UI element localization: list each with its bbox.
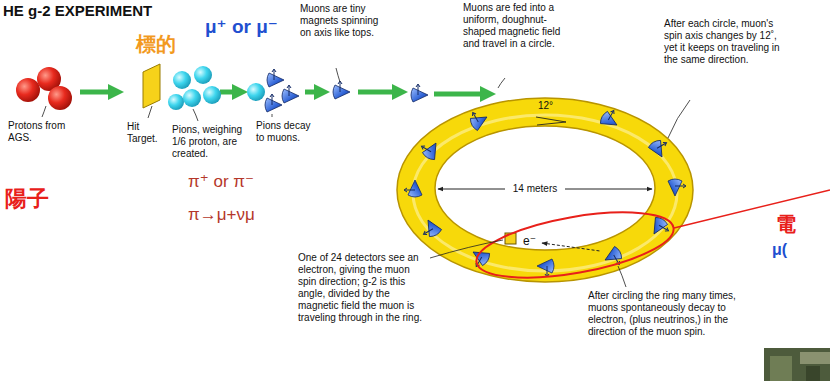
pion-label: π⁺ or π⁻: [188, 172, 254, 192]
photo-fragment: [770, 356, 792, 381]
muon-symbols: [668, 179, 686, 196]
cropped-label: 電: [776, 212, 796, 236]
muon-symbols: [418, 217, 442, 241]
pion-balls: [173, 71, 191, 89]
muon-symbols: [537, 259, 554, 277]
muon-symbols: [404, 107, 686, 277]
storage-ring: [413, 115, 677, 271]
electron-label: e⁻: [523, 234, 536, 248]
pion-balls: [194, 66, 212, 84]
caption-text: Hit Target.: [127, 121, 169, 145]
caption-text: Protons from AGS.: [8, 120, 78, 144]
electron-track: [542, 243, 600, 251]
target-label: 標的: [136, 32, 176, 56]
highlight-ellipse: [472, 200, 679, 290]
beam-arrows: [220, 90, 240, 95]
proton-balls: [48, 86, 72, 110]
dimension-line: [563, 189, 652, 190]
muon-symbols: [647, 137, 671, 161]
leader-lines: [498, 78, 505, 88]
muon-symbols: [333, 81, 350, 99]
caption-text: Pions, weighing 1/6 proton, are created.: [172, 124, 252, 160]
muon-symbols: [265, 69, 428, 112]
photo-fragment: [764, 348, 830, 381]
storage-ring: [435, 126, 655, 250]
pion-balls: [247, 83, 265, 101]
leader-lines: [272, 114, 273, 117]
beam-arrows: [358, 90, 400, 95]
proton-label: 陽子: [5, 186, 49, 212]
cropped-label: μ(: [772, 240, 787, 259]
muon-symbols: [411, 84, 428, 102]
muon-symbols: [599, 107, 623, 131]
muon-symbols: [265, 94, 282, 112]
leader-lines: [430, 240, 503, 258]
leader-lines: [42, 106, 46, 117]
angle-label: 12°: [538, 100, 553, 112]
target-plate: [143, 64, 160, 108]
muon-symbols: [282, 85, 299, 103]
leader-lines: [618, 266, 626, 287]
storage-ring: [397, 98, 693, 282]
muon-symbols: [648, 216, 672, 240]
muon-symbols: [418, 138, 442, 162]
muon-symbols: [467, 107, 491, 131]
storage-ring: [397, 98, 693, 282]
proton-balls: [16, 78, 40, 102]
caption-text: Muons are tiny magnets spinning on axis …: [300, 3, 382, 39]
pion-balls: [168, 94, 184, 110]
electron-track: [542, 243, 600, 251]
muon-symbols: [404, 180, 422, 197]
diagram-title: HE g-2 EXPERIMENT: [3, 2, 152, 20]
dimension-line: [438, 189, 507, 190]
highlight-ellipse: [472, 190, 830, 290]
caption-text: After each circle, muon's spin axis chan…: [664, 18, 784, 66]
highlight-ellipse: [674, 190, 830, 228]
target-plate: [143, 64, 160, 108]
proton-balls: [16, 67, 72, 110]
caption-text: One of 24 detectors see an electron, giv…: [298, 252, 428, 324]
angle-marks: [536, 117, 566, 125]
pion-balls: [203, 86, 221, 104]
leader-lines: [193, 109, 198, 121]
beam-arrows: [305, 90, 322, 95]
leader-lines: [336, 68, 340, 82]
photo-fragment: [806, 366, 820, 381]
leader-lines: [148, 106, 152, 118]
angle-marks: [537, 122, 566, 125]
caption-text: Muons are fed into a uniform, doughnut-s…: [463, 2, 571, 50]
muon-symbols: [267, 69, 284, 87]
beam-arrows: [80, 90, 116, 95]
angle-marks: [536, 117, 566, 122]
photo-fragment: [764, 348, 830, 381]
caption-text: Pions decay to muons.: [256, 120, 320, 144]
particle-label: μ⁺ or μ⁻: [205, 16, 278, 39]
beam-arrows: [434, 92, 488, 97]
leader-lines: [668, 100, 690, 138]
pion-balls: [168, 66, 265, 110]
photo-fragment: [800, 352, 830, 364]
caption-text: After circling the ring many times, muon…: [588, 290, 756, 338]
dimension-label: 14 meters: [505, 183, 565, 195]
pion-balls: [183, 89, 201, 107]
decay-formula: π→μ+νμ: [188, 205, 255, 225]
